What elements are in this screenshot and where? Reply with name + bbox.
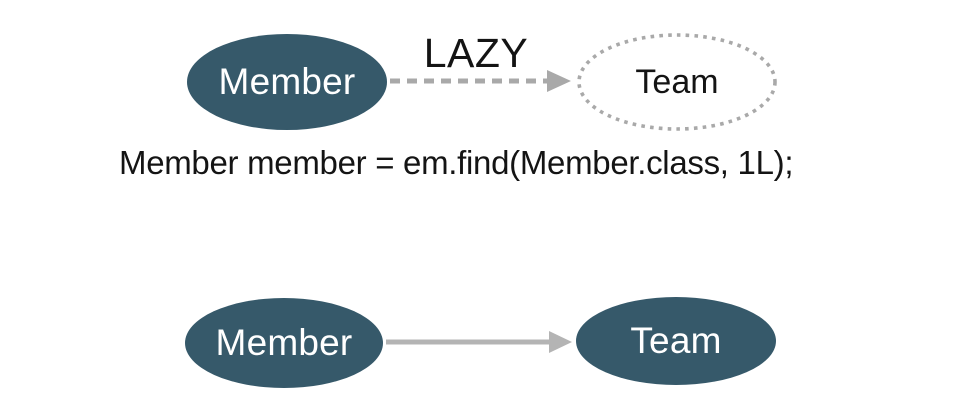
lazy-arrow-label: LAZY	[423, 29, 529, 76]
member-entity-label-bottom: Member	[215, 322, 353, 363]
lazy-dashed-arrow	[390, 70, 571, 92]
team-entity-label-bottom: Team	[630, 320, 722, 361]
code-line: Member member = em.find(Member.class, 1L…	[119, 144, 794, 181]
team-entity-ellipse-bottom	[576, 297, 776, 385]
member-entity-ellipse-bottom	[185, 298, 383, 388]
team-proxy-ellipse-dotted	[577, 33, 777, 131]
team-proxy-label-top: Team	[635, 62, 719, 101]
member-entity-label-top: Member	[218, 61, 356, 102]
arrowhead-icon	[547, 70, 571, 92]
member-entity-ellipse-top	[187, 34, 387, 130]
eager-solid-arrow	[386, 331, 572, 353]
arrowhead-icon	[549, 331, 572, 353]
